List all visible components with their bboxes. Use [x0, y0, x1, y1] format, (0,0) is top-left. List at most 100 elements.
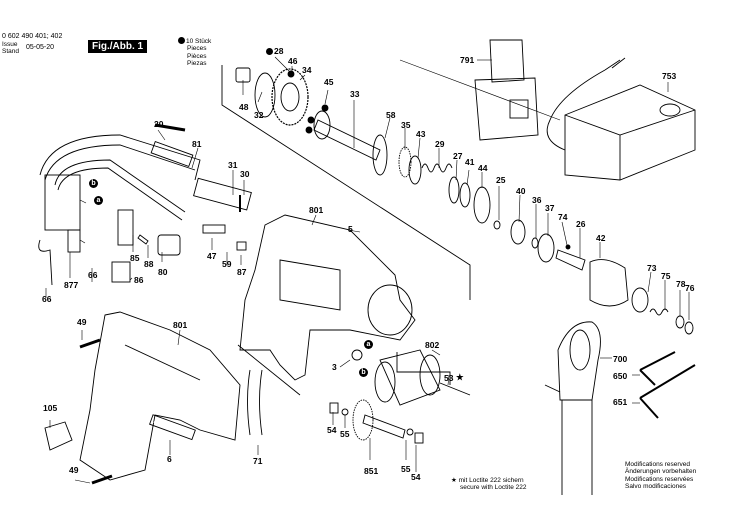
- part-label-86: 86: [134, 275, 144, 285]
- switch-body: [44, 174, 81, 231]
- pieces-line-en: Pieces: [187, 45, 207, 53]
- gear-shaft-851: [329, 399, 424, 444]
- part-label-700: 700: [613, 354, 628, 364]
- part-label-44: 44: [478, 163, 488, 173]
- issue-date: 05-05-20: [26, 44, 55, 51]
- part-36: [531, 237, 539, 249]
- star-icon: ★: [451, 477, 457, 484]
- axis-line: [399, 59, 561, 121]
- housing-half-801-upper: [239, 214, 416, 381]
- battery-pack: [474, 39, 539, 141]
- part-105-shape: [44, 421, 73, 451]
- part-label-75: 75: [661, 271, 671, 281]
- part-28-ball: [287, 70, 295, 78]
- part-34-hub: [280, 82, 300, 112]
- modifications-note: Modifications reserved Änderungen vorbeh…: [625, 461, 696, 491]
- part-label-76: 76: [685, 283, 695, 293]
- charger: [546, 57, 696, 181]
- part-label-32: 32: [254, 110, 264, 120]
- part-41-washer: [459, 182, 471, 208]
- pieces-quantity: 10: [186, 38, 194, 45]
- part-29-spring: [421, 163, 453, 173]
- bullet-icon-28: [266, 47, 274, 56]
- part-label-55: 55: [401, 464, 411, 474]
- connector-mark-b: b: [359, 368, 368, 377]
- figure-label: Fig./Abb. 1: [88, 40, 148, 53]
- part-43-washer: [408, 155, 422, 185]
- screws-49: [79, 195, 241, 485]
- pieces-line-es: Piezas: [187, 60, 207, 68]
- part-73: [631, 287, 649, 313]
- part-label-791: 791: [460, 55, 475, 65]
- part-label-801: 801: [173, 320, 188, 330]
- part-label-53: 53: [444, 373, 454, 383]
- modifications-fr: Modifications reservées: [625, 475, 694, 483]
- document-number: 0 602 490 401; 402: [2, 33, 63, 40]
- connector-mark-a: a: [94, 196, 103, 205]
- part-label-25: 25: [496, 175, 506, 185]
- part-label-74: 74: [558, 212, 568, 222]
- part-label-650: 650: [613, 371, 628, 381]
- part-label-66: 66: [88, 270, 98, 280]
- part-label-78: 78: [676, 279, 686, 289]
- part-label-54: 54: [411, 472, 421, 482]
- part-37-bearing: [537, 233, 555, 263]
- part-label-81: 81: [192, 139, 202, 149]
- part-label-33: 33: [350, 89, 360, 99]
- part-label-66: 66: [42, 294, 52, 304]
- modifications-de: Änderungen vorbehalten: [625, 468, 697, 476]
- part-label-753: 753: [662, 71, 677, 81]
- switch-wiring-assembly: [38, 123, 252, 286]
- connector-mark-a: a: [364, 340, 373, 349]
- part-label-30: 30: [240, 169, 250, 179]
- issue-label: Issue: [2, 41, 18, 48]
- part-label-5: 5: [348, 224, 353, 234]
- part-label-48: 48: [239, 102, 249, 112]
- loctite-note-en: secure with Loctite 222: [460, 484, 527, 492]
- part-25: [493, 220, 501, 230]
- part-40-circlip: [510, 219, 526, 245]
- part-label-6: 6: [167, 454, 172, 464]
- loctite-note-de: mit Loctite 222 sichern: [458, 477, 524, 484]
- part-label-36: 36: [532, 195, 542, 205]
- part-label-26: 26: [576, 219, 586, 229]
- side-handle-700: [544, 321, 601, 495]
- part-33-shaft: [313, 119, 381, 161]
- housing-half-801-lower: [44, 311, 263, 481]
- part-76-ring: [684, 321, 694, 335]
- part-74-ball: [565, 244, 571, 250]
- part-label-46: 46: [288, 56, 298, 66]
- part-label-43: 43: [416, 129, 426, 139]
- part-27-washer: [448, 176, 460, 204]
- part-42-chuck: [589, 259, 629, 307]
- part-label-851: 851: [364, 466, 379, 476]
- modifications-es: Salvo modificaciones: [625, 483, 687, 491]
- part-label-31: 31: [228, 160, 238, 170]
- part-label-80: 80: [158, 267, 168, 277]
- issue-labels: Issue Stand: [2, 41, 19, 55]
- part-label-802: 802: [425, 340, 440, 350]
- part-label-35: 35: [401, 120, 411, 130]
- part-45-ball: [321, 104, 329, 112]
- part-label-34: 34: [302, 65, 312, 75]
- part-label-801: 801: [309, 205, 324, 215]
- part-label-71: 71: [253, 456, 263, 466]
- part-26-spindle: [555, 249, 586, 271]
- part-label-87: 87: [237, 267, 247, 277]
- part-label-49: 49: [77, 317, 87, 327]
- frame-line: [221, 65, 471, 300]
- part-32-ring: [254, 72, 276, 118]
- frame-line: [237, 344, 301, 396]
- part-label-27: 27: [453, 151, 463, 161]
- part-label-85: 85: [130, 253, 140, 263]
- star-icon: ★: [456, 372, 464, 382]
- motor-802: [351, 349, 471, 406]
- part-label-42: 42: [596, 233, 606, 243]
- bullet-icon: [178, 37, 185, 44]
- part-label-88: 88: [144, 259, 154, 269]
- part-58-washer: [372, 134, 388, 176]
- part-label-40: 40: [516, 186, 526, 196]
- part-label-20: 20: [154, 119, 164, 129]
- loctite-note: ★ mit Loctite 222 sichern secure with Lo…: [451, 477, 526, 492]
